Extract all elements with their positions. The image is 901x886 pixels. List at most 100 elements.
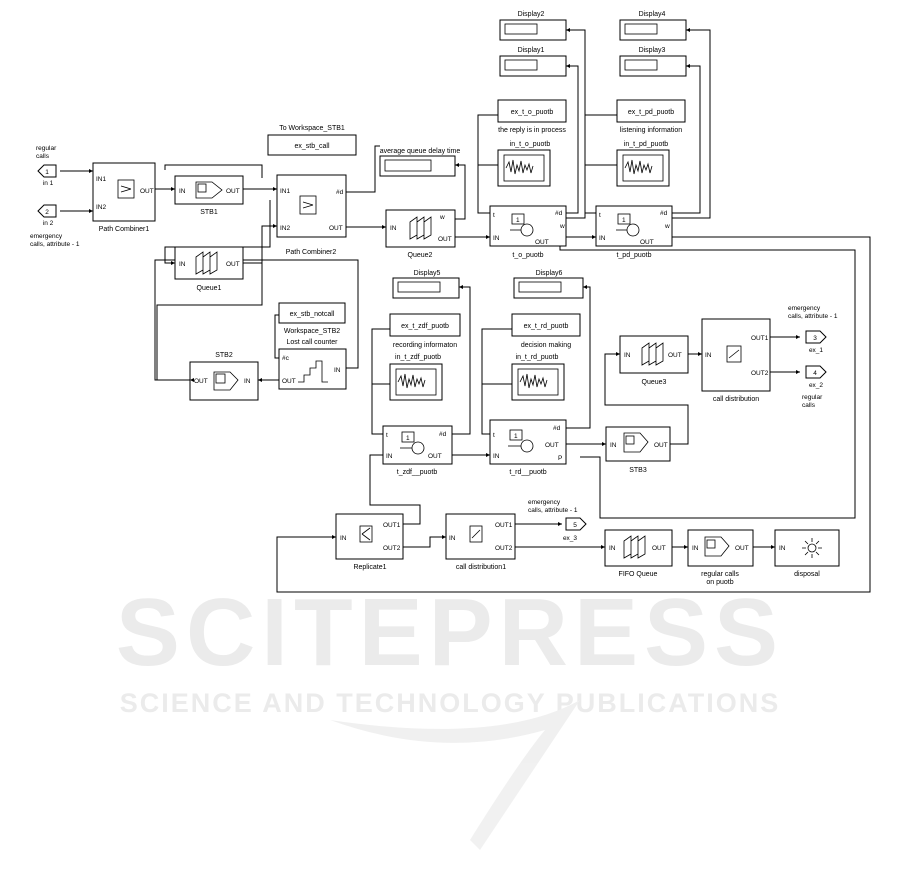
ex-t-rd-puotb-block[interactable]: ex_t_rd_puotb decision making <box>511 313 581 349</box>
svg-text:ex_t_pd_puotb: ex_t_pd_puotb <box>628 109 674 116</box>
svg-text:#d: #d <box>555 210 563 217</box>
svg-text:IN2: IN2 <box>96 204 107 211</box>
svg-text:recording informaton: recording informaton <box>393 342 457 349</box>
path-combiner2-block[interactable]: IN1 IN2 #d OUT Path Combiner2 <box>276 174 347 256</box>
display5: Display5 <box>392 270 460 299</box>
svg-text:in_t_rd_puotb: in_t_rd_puotb <box>516 354 559 361</box>
svg-text:Replicate1: Replicate1 <box>353 564 386 571</box>
in-t-pd-puotb-scope[interactable]: in_t_pd_puotb <box>616 141 670 187</box>
replicate1-block[interactable]: IN OUT1 OUT2 Replicate1 <box>335 513 404 571</box>
svg-text:Queue1: Queue1 <box>197 285 222 292</box>
svg-text:t: t <box>493 212 495 219</box>
to-workspace-stb1-block[interactable]: To Workspace_STB1 ex_stb_call <box>267 125 357 156</box>
svg-text:regular: regular <box>802 394 823 401</box>
svg-text:OUT1: OUT1 <box>751 335 769 342</box>
svg-text:Display1: Display1 <box>518 47 545 54</box>
svg-text:average queue delay time: average queue delay time <box>380 148 461 155</box>
path-combiner1-block[interactable]: IN1 IN2 OUT Path Combiner1 <box>92 162 156 233</box>
svg-text:Display4: Display4 <box>639 11 666 18</box>
average-queue-delay-display: average queue delay time <box>379 148 461 177</box>
svg-text:emergency: emergency <box>528 499 561 506</box>
svg-text:IN: IN <box>493 235 500 242</box>
svg-text:Display2: Display2 <box>518 11 545 18</box>
svg-text:in_t_pd_puotb: in_t_pd_puotb <box>624 141 668 148</box>
svg-text:t: t <box>599 212 601 219</box>
ex-t-zdf-puotb-block[interactable]: ex_t_zdf_puotb recording informaton <box>389 313 461 349</box>
svg-text:IN: IN <box>179 261 186 268</box>
svg-text:P: P <box>558 455 562 462</box>
regular-calls-on-puotb-block[interactable]: IN OUT regular calls on puotb <box>687 529 754 586</box>
svg-text:OUT: OUT <box>428 453 442 460</box>
svg-text:w: w <box>439 214 445 221</box>
svg-text:IN: IN <box>493 453 500 460</box>
annotation-regular-out2: regular calls <box>802 394 823 409</box>
svg-text:OUT: OUT <box>654 442 668 449</box>
call-distribution1-block[interactable]: IN OUT1 OUT2 call distribution1 <box>445 513 516 571</box>
svg-text:t_rd__puotb: t_rd__puotb <box>509 469 546 476</box>
svg-text:ex_t_rd_puotb: ex_t_rd_puotb <box>524 323 569 330</box>
svg-text:ex_t_zdf_puotb: ex_t_zdf_puotb <box>401 323 449 330</box>
svg-text:FIFO Queue: FIFO Queue <box>619 571 658 578</box>
svg-text:IN: IN <box>692 545 699 552</box>
svg-text:5: 5 <box>573 522 577 529</box>
svg-text:OUT: OUT <box>329 225 343 232</box>
svg-text:emergency: emergency <box>30 233 63 240</box>
stb2-block[interactable]: STB2 OUT IN <box>189 352 259 401</box>
disposal-block[interactable]: IN disposal <box>774 529 840 578</box>
ex-t-pd-puotb-block[interactable]: ex_t_pd_puotb listening information <box>616 99 686 134</box>
t-pd-puotb-block[interactable]: t #d w IN OUT 1 t_pd_puotb <box>595 205 673 259</box>
svg-text:#c: #c <box>282 355 290 362</box>
svg-text:IN: IN <box>449 535 456 542</box>
fifo-queue-block[interactable]: IN OUT FIFO Queue <box>604 529 673 578</box>
svg-text:in 1: in 1 <box>43 180 54 187</box>
svg-text:#d: #d <box>336 189 344 196</box>
svg-text:OUT: OUT <box>640 239 654 246</box>
svg-text:Path Combiner2: Path Combiner2 <box>286 249 337 256</box>
svg-text:on puotb: on puotb <box>706 579 733 586</box>
svg-text:in 2: in 2 <box>43 220 54 227</box>
t-rd-puotb-block[interactable]: t #d IN OUT P 1 t_rd__puotb <box>489 419 567 476</box>
in-t-rd-puotb-scope[interactable]: in_t_rd_puotb <box>511 354 565 401</box>
svg-text:#d: #d <box>553 425 561 432</box>
stb1-block[interactable]: IN OUT STB1 <box>174 175 244 216</box>
svg-text:w: w <box>664 223 670 230</box>
svg-text:in_t_zdf_puotb: in_t_zdf_puotb <box>395 354 441 361</box>
inport-2: 2 in 2 <box>37 204 57 227</box>
lost-call-counter-block[interactable]: Lost call counter #c OUT IN <box>278 339 347 390</box>
call-distribution-block[interactable]: IN OUT1 OUT2 call distribution <box>701 318 771 403</box>
queue1-block[interactable]: IN OUT Queue1 <box>174 246 244 292</box>
queue2-block[interactable]: IN w OUT Queue2 <box>385 209 456 259</box>
svg-text:#d: #d <box>660 210 668 217</box>
svg-text:the reply is in process: the reply is in process <box>498 127 566 134</box>
svg-text:Display3: Display3 <box>639 47 666 54</box>
t-zdf-puotb-block[interactable]: t #d IN OUT 1 t_zdf__puotb <box>382 425 453 476</box>
svg-text:3: 3 <box>813 335 817 342</box>
svg-text:OUT: OUT <box>226 188 240 195</box>
in-t-zdf-puotb-scope[interactable]: in_t_zdf_puotb <box>389 354 443 401</box>
watermark: SCITEPRESS SCIENCE AND TECHNOLOGY PUBLIC… <box>116 579 778 850</box>
svg-text:ex_2: ex_2 <box>809 382 823 389</box>
svg-text:IN: IN <box>340 535 347 542</box>
in-t-o-puotb-scope[interactable]: in_t_o_puotb <box>497 141 551 187</box>
svg-text:call distribution: call distribution <box>713 396 759 403</box>
svg-text:IN: IN <box>244 378 251 385</box>
wires <box>60 29 871 593</box>
svg-text:STB1: STB1 <box>200 209 218 216</box>
display3: Display3 <box>619 47 687 77</box>
inport-1: 1 in 1 <box>37 164 57 187</box>
svg-text:1: 1 <box>406 435 410 442</box>
svg-text:1: 1 <box>516 217 520 224</box>
svg-text:OUT1: OUT1 <box>495 522 513 529</box>
ex-t-o-puotb-block[interactable]: ex_t_o_puotb the reply is in process <box>497 99 567 134</box>
svg-text:2: 2 <box>45 209 49 216</box>
svg-text:ex_stb_notcall: ex_stb_notcall <box>290 311 335 318</box>
stb3-block[interactable]: IN OUT STB3 <box>605 426 671 474</box>
queue3-block[interactable]: IN OUT Queue3 <box>619 335 689 386</box>
display4: Display4 <box>619 11 687 41</box>
svg-text:emergency: emergency <box>788 305 821 312</box>
t-o-puotb-block[interactable]: t #d w IN OUT 1 t_o_puotb <box>489 205 567 259</box>
svg-text:OUT2: OUT2 <box>751 370 769 377</box>
svg-text:calls: calls <box>802 402 816 409</box>
annotation-regular-calls-in: regular calls <box>36 145 57 160</box>
workspace-stb2-block[interactable]: ex_stb_notcall Workspace_STB2 <box>278 302 346 335</box>
